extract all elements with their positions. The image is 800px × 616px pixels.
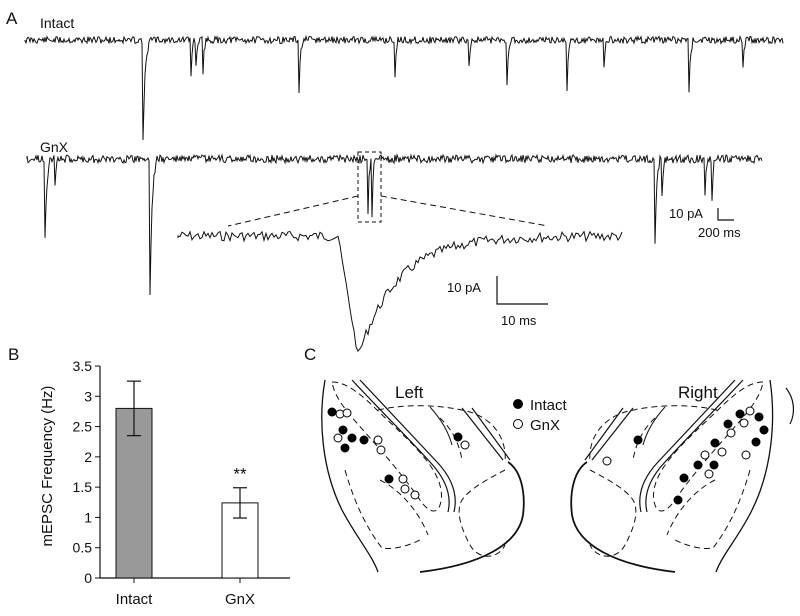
site-marker-intact (679, 473, 689, 483)
site-marker-intact (338, 425, 348, 435)
panel-a-label: A (6, 9, 18, 28)
y-tick-label: 2.5 (73, 419, 93, 435)
site-marker-gnx (398, 474, 408, 484)
y-tick-label: 0.5 (73, 540, 93, 556)
legend-intact-label: Intact (530, 397, 568, 414)
legend-gnx-label: GnX (530, 417, 560, 434)
legend-intact-marker (513, 399, 523, 409)
significance-annotation: ** (233, 465, 247, 484)
site-marker-intact (693, 460, 703, 470)
y-tick-label: 2 (84, 449, 92, 465)
x-tick-label: GnX (225, 591, 255, 608)
main-scale-y-label: 10 pA (669, 206, 703, 221)
y-tick-label: 1.5 (73, 479, 93, 495)
intact-current-trace (24, 34, 784, 141)
bar-intact (115, 407, 153, 579)
recording-sites-left (327, 407, 470, 500)
site-marker-intact (759, 425, 769, 435)
gnx-current-trace (26, 153, 763, 296)
y-tick-label: 3 (84, 388, 92, 404)
site-marker-gnx (373, 435, 383, 445)
site-marker-gnx (700, 450, 710, 460)
site-marker-intact (710, 438, 720, 448)
site-marker-gnx (410, 490, 420, 500)
right-section-label: Right (678, 383, 718, 402)
site-marker-gnx (717, 447, 727, 457)
site-marker-intact (359, 435, 369, 445)
site-marker-intact (347, 433, 357, 443)
site-marker-gnx (342, 408, 352, 418)
site-marker-intact (709, 460, 719, 470)
site-marker-gnx (739, 418, 749, 428)
right-section-outline (570, 379, 774, 573)
legend-gnx-marker (513, 419, 523, 429)
zoom-box (357, 151, 382, 223)
intact-trace-label: Intact (40, 15, 74, 31)
site-marker-intact (754, 412, 764, 422)
site-marker-intact (340, 443, 350, 453)
site-marker-intact (384, 474, 394, 484)
inset-scale-y-label: 10 pA (447, 280, 481, 295)
site-marker-intact (723, 419, 733, 429)
site-marker-gnx (333, 433, 343, 443)
site-marker-gnx (741, 450, 751, 460)
left-section-outline (321, 379, 525, 573)
zoom-line-left (227, 195, 359, 227)
main-scale-bar (717, 208, 734, 221)
y-tick-label: 1 (84, 509, 92, 525)
site-marker-gnx (745, 406, 755, 416)
panel-c-label: C (304, 345, 316, 364)
inset-expanded-trace (177, 230, 623, 353)
site-marker-intact (673, 495, 683, 505)
site-marker-intact (327, 407, 337, 417)
y-tick-label: 0 (84, 570, 92, 586)
main-scale-x-label: 200 ms (698, 225, 741, 240)
inset-scale-bar (496, 276, 548, 305)
site-marker-intact (633, 435, 643, 445)
recording-sites-right (602, 406, 769, 505)
y-axis-title: mEPSC Frequency (Hz) (39, 386, 56, 547)
left-section-label: Left (395, 383, 424, 402)
gnx-trace-label: GnX (40, 139, 69, 155)
zoom-line-right (380, 195, 549, 227)
site-marker-gnx (704, 469, 714, 479)
site-marker-intact (453, 432, 463, 442)
inset-scale-x-label: 10 ms (501, 313, 537, 328)
panel-b-label: B (8, 345, 19, 364)
site-marker-gnx (602, 456, 612, 466)
y-tick-label: 3.5 (73, 358, 93, 374)
site-marker-gnx (400, 484, 410, 494)
site-marker-gnx (376, 445, 386, 455)
right-edge-curve (785, 387, 795, 425)
site-marker-gnx (726, 428, 736, 438)
x-tick-label: Intact (116, 591, 154, 608)
site-marker-gnx (460, 440, 470, 450)
site-marker-intact (751, 437, 761, 447)
site-marker-intact (735, 409, 745, 419)
